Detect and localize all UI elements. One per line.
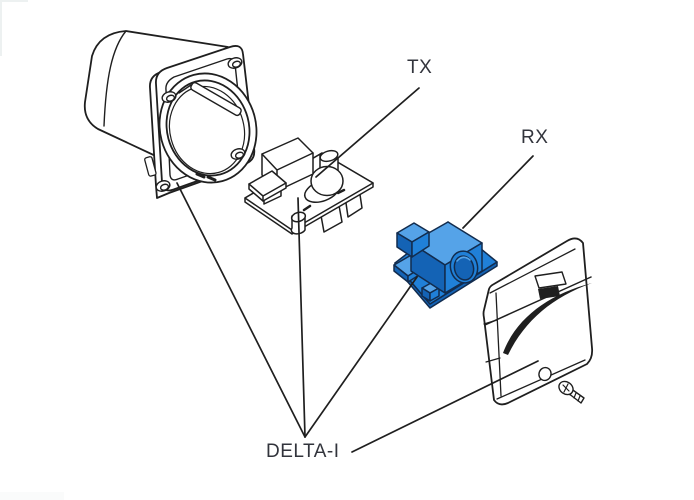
rx-label: RX [521,127,549,148]
rx-leader-line [462,155,534,229]
socket-pin-bar [190,81,242,117]
delta-leader-rx-module [304,276,418,438]
flange-screw-holes [155,57,246,192]
delta-leader-tx-board [297,197,306,438]
delta-leader-cover [351,360,539,453]
cover-screw-hole [538,366,552,382]
tx-solder-marks [302,188,346,212]
top-edge-artifact [0,0,28,2]
tx-pad-edges [248,182,287,202]
cover-top-face-line [489,248,576,294]
screw-head-cross [562,383,570,393]
leader-lines [176,87,539,453]
tx-label: TX [407,57,433,78]
cover-side-segments [483,319,501,363]
delta-leader-housing [176,182,306,438]
cover-drawing [482,237,594,406]
socket-contacts [195,172,217,182]
rx-stack-front [411,231,430,258]
cover-crease-line [484,276,592,326]
tx-leader-line [315,87,420,178]
socket-pin-tip [178,84,192,94]
tx-pad [248,170,287,202]
tx-board-drawing [244,137,374,235]
cover-logo-bar [538,286,560,299]
left-edge-artifact [0,0,2,56]
rx-cube-right [429,287,440,302]
tx-capacitor-top [319,149,339,163]
screw-drawing [558,380,585,404]
cover-logo-outline [534,271,567,289]
rx-lens-hole [453,255,475,281]
tx-led-dome [310,165,344,197]
housing-barrel-endcap [103,30,127,127]
rx-lens-highlight [456,256,471,262]
rx-module-drawing [393,221,498,309]
bottom-left-artifact [0,492,64,500]
flange-side-slot [144,156,157,177]
panel-mount-housing-drawing [83,30,258,199]
product-label: DELTA-I [266,441,340,462]
